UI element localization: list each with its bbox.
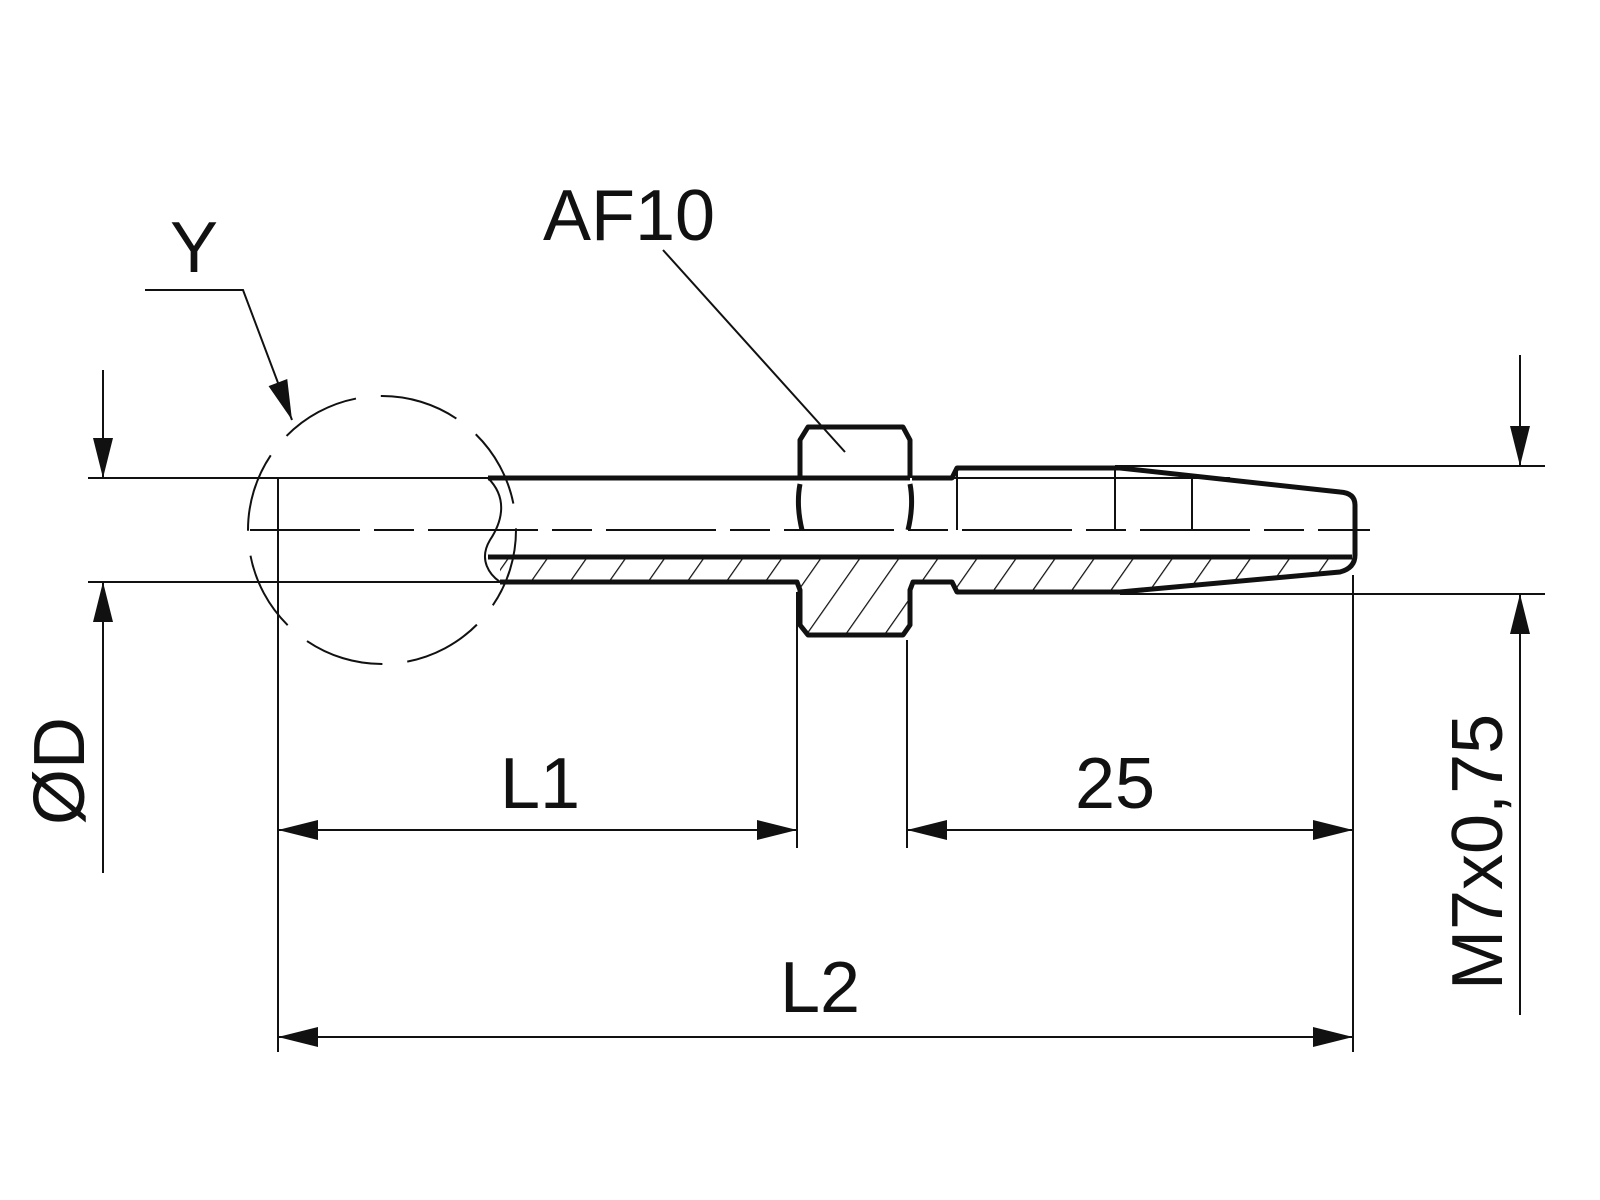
detail-leader (145, 289, 293, 421)
detail-label: Y (170, 208, 218, 288)
hex-label: AF10 (543, 176, 715, 256)
hex-nut (795, 424, 915, 531)
thread-length-label: 25 (1075, 744, 1155, 824)
break-line (484, 477, 503, 583)
thread-label: M7x0,75 (1438, 714, 1518, 990)
l2-label: L2 (780, 948, 860, 1028)
hex-leader (662, 249, 846, 453)
tube-outline (488, 465, 1358, 638)
section-hatch (500, 557, 1352, 635)
l1-label: L1 (500, 744, 580, 824)
diameter-label: ØD (20, 717, 100, 825)
